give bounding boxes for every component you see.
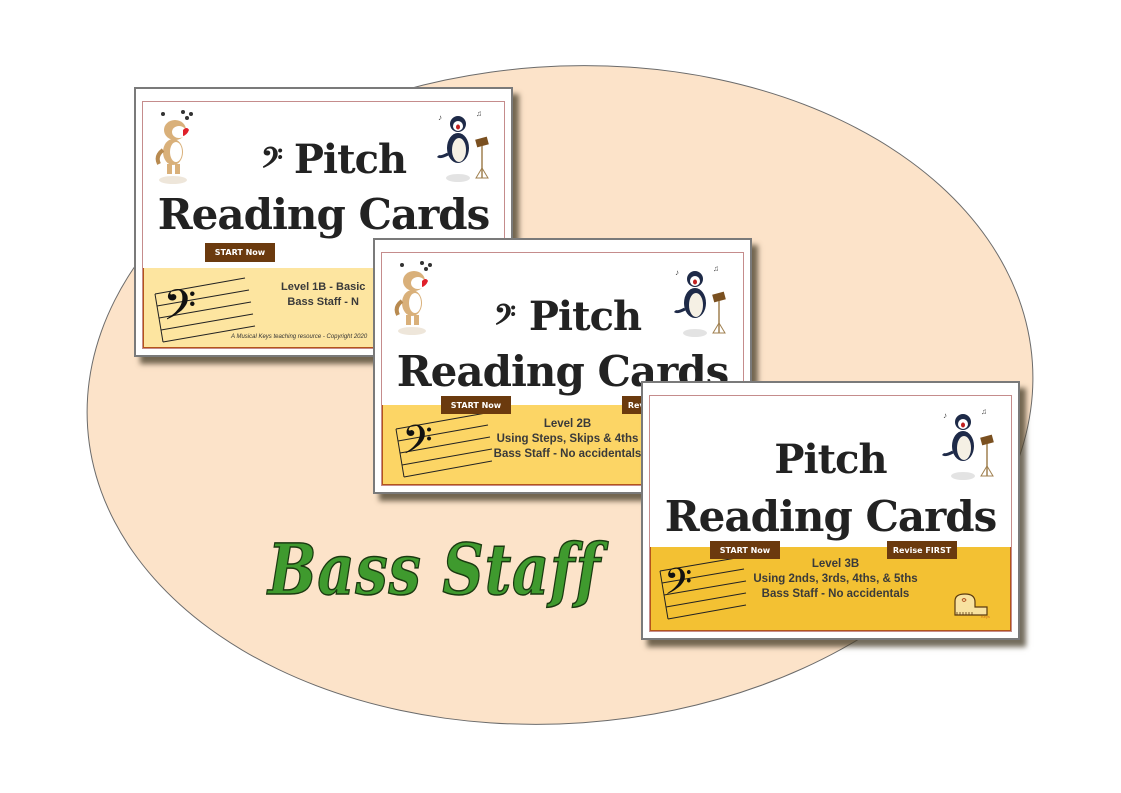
svg-text:♪: ♪ bbox=[675, 268, 679, 277]
bass-clef-icon: 𝄢 bbox=[493, 299, 516, 339]
card-title-line1: Pitch bbox=[774, 436, 887, 483]
card-level-text: Level 2B Using Steps, Skips & 4ths Bass … bbox=[493, 418, 642, 460]
svg-text:𝄢: 𝄢 bbox=[664, 561, 692, 612]
revise-first-button[interactable]: Revise FIRST bbox=[887, 541, 957, 559]
bass-staff-heading: Bass Staff bbox=[267, 527, 602, 612]
svg-text:♪: ♪ bbox=[943, 411, 947, 420]
svg-text:♫: ♫ bbox=[476, 109, 482, 118]
svg-text:♪: ♪ bbox=[438, 113, 442, 122]
singing-dog-icon bbox=[155, 110, 193, 184]
bass-staff-icon: 𝄢 bbox=[154, 277, 256, 343]
bass-staff-icon: 𝄢 bbox=[659, 556, 747, 620]
svg-text:𝄢: 𝄢 bbox=[163, 281, 196, 341]
card-level-1b[interactable]: 𝄢 Level 1B - Basic Bass Staff - N A Musi… bbox=[134, 87, 513, 357]
singing-cat-icon: ♪♫ bbox=[436, 109, 489, 182]
singing-cat-icon: ♪♫ bbox=[673, 264, 726, 337]
card-level-3b[interactable]: 𝄢 Level 3B Using 2nds, 3rds, 4ths, & 5th… bbox=[641, 381, 1020, 640]
singing-dog-icon bbox=[394, 261, 432, 335]
start-now-button[interactable]: START Now bbox=[710, 541, 780, 559]
musical-keys-piano-logo-icon: Keys bbox=[954, 593, 990, 619]
start-now-button[interactable]: START Now bbox=[441, 396, 511, 414]
card-footer: 𝄢 Level 3B Using 2nds, 3rds, 4ths, & 5th… bbox=[650, 547, 1011, 631]
bass-clef-icon: 𝄢 bbox=[260, 142, 283, 182]
bass-staff-icon: 𝄢 bbox=[395, 412, 492, 478]
card-title-line2: Reading Cards bbox=[664, 492, 997, 541]
svg-text:♫: ♫ bbox=[713, 264, 719, 273]
start-now-button[interactable]: START Now bbox=[205, 243, 275, 262]
singing-cat-icon: ♪♫ bbox=[941, 407, 994, 480]
copyright-text: A Musical Keys teaching resource - Copyr… bbox=[231, 334, 368, 340]
card-title-line1: 𝄢Pitch bbox=[493, 293, 642, 340]
card-inner-border: 𝄢 Level 3B Using 2nds, 3rds, 4ths, & 5th… bbox=[649, 395, 1012, 632]
card-level-text: Level 1B - Basic Bass Staff - N bbox=[281, 281, 366, 308]
card-title-line1: 𝄢Pitch bbox=[260, 136, 407, 183]
card-level-text: Level 3B Using 2nds, 3rds, 4ths, & 5ths … bbox=[753, 558, 918, 600]
card-title-line2: Reading Cards bbox=[157, 190, 490, 239]
svg-text:♫: ♫ bbox=[981, 407, 987, 416]
svg-text:Keys: Keys bbox=[981, 614, 990, 619]
svg-text:𝄢: 𝄢 bbox=[402, 417, 433, 473]
